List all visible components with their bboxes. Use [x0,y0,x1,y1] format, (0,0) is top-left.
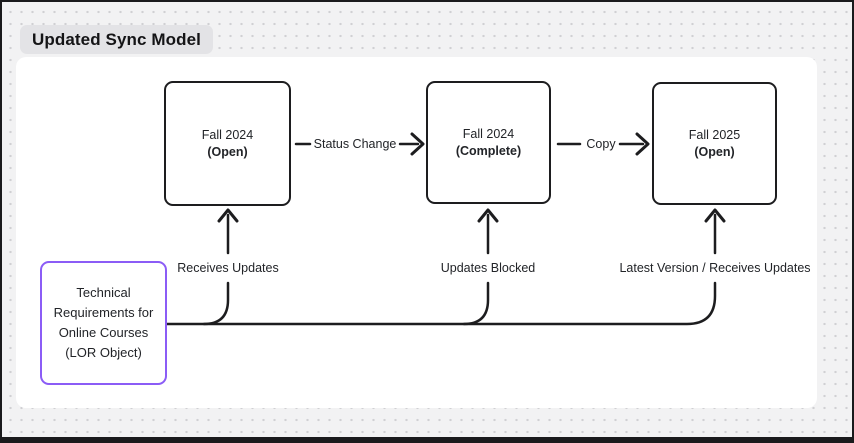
edge-latest-version[interactable] [704,208,726,255]
edge-receives-updates[interactable] [202,208,239,326]
node-fall-2024-open[interactable]: Fall 2024 (Open) [164,81,291,206]
page-title[interactable]: Updated Sync Model [20,25,213,54]
edge-label-status-change[interactable]: Status Change [311,137,399,151]
edge-trunk[interactable] [165,281,717,326]
node-lor-object[interactable]: Technical Requirements for Online Course… [40,261,167,385]
source-label-line3: Online Courses [58,325,149,340]
edge-updates-blocked[interactable] [462,208,499,326]
node-label-line2: (Open) [207,144,248,159]
node-label-line2: (Complete) [455,143,522,158]
node-label-line1: Fall 2024 [201,127,254,142]
node-fall-2024-complete[interactable]: Fall 2024 (Complete) [426,81,551,204]
source-label-line1: Technical [76,285,131,300]
connector-lines [165,132,726,326]
edge-label-copy[interactable]: Copy [584,137,618,151]
edge-status-change[interactable] [294,132,425,156]
edge-label-receives-updates[interactable]: Receives Updates [175,261,281,275]
edge-copy[interactable] [556,132,650,156]
edge-label-updates-blocked[interactable]: Updates Blocked [438,261,538,275]
page-title-text: Updated Sync Model [32,29,201,49]
source-label-line2: Requirements for [53,305,154,320]
node-label-line2: (Open) [694,144,735,159]
node-label-line1: Fall 2025 [688,127,741,142]
edge-label-latest-version[interactable]: Latest Version / Receives Updates [617,261,813,275]
node-label-line1: Fall 2024 [462,126,515,141]
diagram-canvas[interactable]: Fall 2024 (Open) Fall 2024 (Complete) Fa… [16,57,817,408]
node-fall-2025-open[interactable]: Fall 2025 (Open) [652,82,777,205]
source-label-line4: (LOR Object) [65,345,142,360]
